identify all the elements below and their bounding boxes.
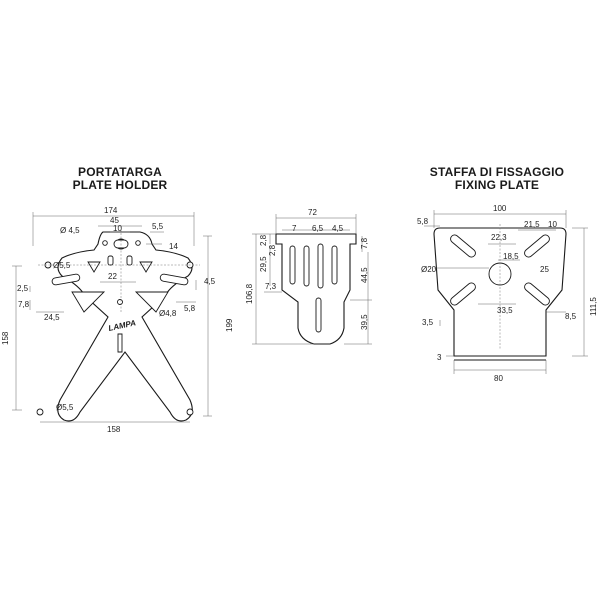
dim-5-8: 5,8 — [184, 304, 196, 313]
fixing-slot-bottom-left — [450, 282, 476, 306]
dim-24-5: 24,5 — [44, 313, 60, 322]
dim-14: 14 — [169, 242, 178, 251]
side-slot-3 — [317, 243, 324, 289]
dim-44-5: 44,5 — [360, 267, 369, 283]
dim-fixing-10: 10 — [548, 220, 557, 229]
dim-158-vertical: 158 — [1, 331, 10, 345]
triangle-cutout-left — [87, 261, 101, 273]
dim-25: 25 — [540, 265, 549, 274]
dim-80: 80 — [494, 374, 503, 383]
center-slot-right — [126, 255, 133, 266]
dim-100: 100 — [493, 204, 507, 213]
dim-33-5: 33,5 — [497, 306, 513, 315]
dim-hole-5-5-bottom: Ø5,5 — [56, 403, 74, 412]
dim-158-horizontal: 158 — [107, 425, 121, 434]
center-hole-4-8 — [117, 299, 123, 305]
side-slot-2 — [303, 245, 310, 287]
side-slot-4 — [331, 245, 338, 285]
slot-left — [51, 273, 81, 286]
dim-7: 7 — [292, 224, 297, 233]
fixing-plate-drawing: 100 5,8 21,5 10 22,3 18,5 Ø20 25 111,5 3… — [417, 204, 598, 383]
dim-2-8-b: 2,8 — [268, 244, 277, 256]
cutout-lower-right — [134, 291, 169, 313]
dim-fixing-5-8: 5,8 — [417, 217, 429, 226]
dim-45: 45 — [110, 216, 119, 225]
plate-holder-title: PORTATARGA PLATE HOLDER — [60, 166, 180, 192]
fixing-plate-title-it: STAFFA DI FISSAGGIO — [429, 165, 565, 179]
dim-22-3: 22,3 — [491, 233, 507, 242]
dim-22: 22 — [108, 272, 117, 281]
dim-side-7-8: 7,8 — [360, 237, 369, 249]
plate-holder-drawing: LAMPA 174 45 10 5,5 14 Ø 4,5 Ø5,5 22 2,5… — [1, 206, 234, 434]
dim-10: 10 — [113, 224, 122, 233]
plate-holder-title-en: PLATE HOLDER — [72, 178, 168, 192]
dim-4-5-right: 4,5 — [204, 277, 216, 286]
hole-bottom-left — [36, 408, 44, 416]
plate-holder-outline — [57, 231, 193, 422]
dim-72: 72 — [308, 208, 317, 217]
side-slot-1 — [289, 245, 296, 285]
dim-2-8: 2,8 — [259, 234, 268, 246]
top-hole-left — [102, 240, 108, 246]
dim-21-5: 21,5 — [524, 220, 540, 229]
dim-side-4-5: 4,5 — [332, 224, 344, 233]
plate-holder-title-it: PORTATARGA — [78, 165, 162, 179]
dim-hole-4-8: Ø4,8 — [159, 309, 177, 318]
brand-logo: LAMPA — [108, 318, 137, 333]
dim-174: 174 — [104, 206, 118, 215]
dim-hole-4-5: Ø 4,5 — [60, 226, 80, 235]
fixing-slot-top-left — [450, 234, 476, 258]
triangle-cutout-right — [139, 261, 153, 273]
slot-right — [159, 273, 189, 286]
dim-18-5: 18,5 — [503, 252, 519, 261]
dim-hole-5-5-top: Ø5,5 — [53, 261, 71, 270]
side-view-drawing: 72 7 6,5 4,5 2,8 29,5 2,8 7,8 106,8 7,3 … — [245, 208, 372, 345]
hole-bottom-right — [186, 408, 194, 416]
dim-8-5: 8,5 — [565, 312, 577, 321]
fixing-plate-title: STAFFA DI FISSAGGIO FIXING PLATE — [422, 166, 572, 192]
dim-5-5: 5,5 — [152, 222, 164, 231]
dim-3-5: 3,5 — [422, 318, 434, 327]
side-slot-lower — [315, 297, 322, 333]
side-view-outline — [275, 233, 357, 345]
fixing-slot-top-right — [524, 234, 550, 258]
top-hole-right — [135, 240, 141, 246]
dim-29-5: 29,5 — [259, 256, 268, 272]
dim-2-5: 2,5 — [17, 284, 29, 293]
fixing-slot-bottom-right — [524, 282, 550, 306]
leg-slot — [117, 333, 123, 353]
dim-106-8: 106,8 — [245, 283, 254, 304]
dim-6-5: 6,5 — [312, 224, 324, 233]
dim-7-3: 7,3 — [265, 282, 277, 291]
dim-39-5: 39,5 — [360, 314, 369, 330]
dim-7-8: 7,8 — [18, 300, 30, 309]
dim-3: 3 — [437, 353, 442, 362]
cutout-lower-left — [71, 291, 106, 313]
dim-199: 199 — [225, 318, 234, 332]
fixing-plate-title-en: FIXING PLATE — [454, 178, 540, 192]
dim-hole-20: Ø20 — [421, 265, 437, 274]
center-slot-left — [107, 255, 114, 266]
dim-111-5: 111,5 — [589, 297, 598, 316]
